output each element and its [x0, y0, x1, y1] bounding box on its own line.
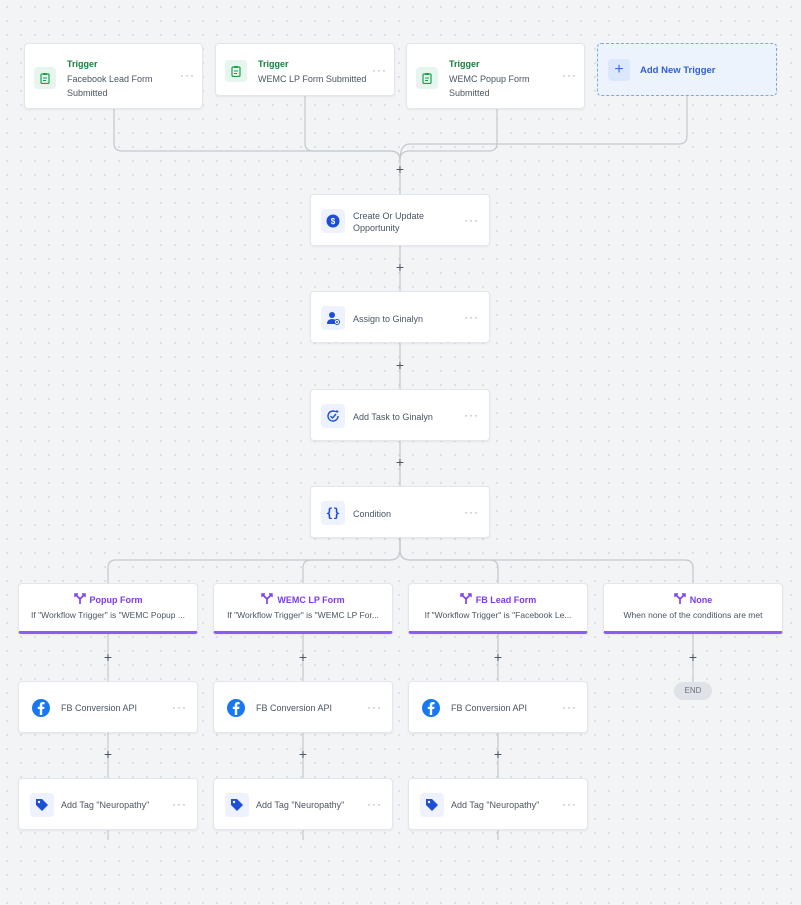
branch-title: FB Lead Form	[475, 595, 537, 605]
action-fb-conversion-api[interactable]: FB Conversion API ···	[408, 681, 588, 733]
action-label: Assign to Ginalyn	[353, 314, 424, 324]
action-label: Condition	[353, 509, 392, 519]
dollar-icon: $	[321, 209, 345, 233]
plus-icon: +	[608, 59, 630, 81]
add-step-button[interactable]: +	[395, 259, 405, 275]
more-options-icon[interactable]: ···	[367, 700, 382, 714]
action-condition[interactable]: {} Condition ···	[310, 486, 490, 538]
add-new-trigger-label: Add New Trigger	[640, 65, 716, 76]
branch-description: If "Workflow Trigger" is "Facebook Le...	[424, 610, 572, 620]
end-node: END	[674, 682, 712, 700]
action-label: Add Task to Ginalyn	[353, 412, 433, 422]
svg-text:$: $	[331, 217, 336, 226]
add-step-button[interactable]: +	[493, 746, 503, 762]
assign-user-icon	[321, 306, 345, 330]
trigger-title: Trigger	[67, 59, 98, 69]
add-step-button[interactable]: +	[493, 649, 503, 665]
more-options-icon[interactable]: ···	[464, 213, 479, 227]
facebook-icon	[227, 699, 245, 717]
action-label: FB Conversion API	[451, 703, 528, 713]
action-add-tag-neuropathy[interactable]: Add Tag "Neuropathy" ···	[408, 778, 588, 830]
add-step-button[interactable]: +	[298, 746, 308, 762]
add-step-button[interactable]: +	[395, 161, 405, 177]
more-options-icon[interactable]: ···	[367, 797, 382, 811]
trigger-card-wemc-popup-form[interactable]: Trigger WEMC Popup Form Submitted ···	[406, 43, 585, 109]
clipboard-icon	[34, 67, 56, 89]
branch-icon	[674, 593, 686, 607]
tag-icon	[30, 793, 54, 817]
more-options-icon[interactable]: ···	[172, 797, 187, 811]
more-options-icon[interactable]: ···	[464, 310, 479, 324]
action-assign-to-ginalyn[interactable]: Assign to Ginalyn ···	[310, 291, 490, 343]
branch-description: When none of the conditions are met	[623, 610, 763, 620]
more-options-icon[interactable]: ···	[562, 797, 577, 811]
more-options-icon[interactable]: ···	[464, 505, 479, 519]
clipboard-icon	[416, 67, 438, 89]
trigger-subtitle: Facebook Lead Form Submitted	[67, 74, 153, 98]
action-label: Add Tag "Neuropathy"	[256, 800, 345, 810]
branch-title: Popup Form	[89, 595, 143, 605]
action-fb-conversion-api[interactable]: FB Conversion API ···	[213, 681, 393, 733]
trigger-card-wemc-lp-form[interactable]: Trigger WEMC LP Form Submitted ···	[215, 43, 395, 96]
tag-icon	[420, 793, 444, 817]
branch-none[interactable]: None When none of the conditions are met	[603, 583, 783, 634]
action-label: FB Conversion API	[256, 703, 333, 713]
branch-title: None	[689, 595, 713, 605]
branch-icon	[261, 593, 274, 607]
trigger-title: Trigger	[258, 59, 289, 69]
trigger-card-facebook-lead-form[interactable]: Trigger Facebook Lead Form Submitted ···	[24, 43, 203, 109]
more-options-icon[interactable]: ···	[172, 700, 187, 714]
trigger-subtitle: WEMC Popup Form Submitted	[449, 74, 530, 98]
action-label: Create Or Update Opportunity	[353, 211, 425, 233]
add-step-button[interactable]: +	[688, 649, 698, 665]
more-options-icon[interactable]: ···	[464, 408, 479, 422]
action-add-tag-neuropathy[interactable]: Add Tag "Neuropathy" ···	[18, 778, 198, 830]
branch-icon	[460, 593, 472, 607]
add-step-button[interactable]: +	[103, 746, 113, 762]
action-create-update-opportunity[interactable]: $ Create Or Update Opportunity ···	[310, 194, 490, 246]
add-step-button[interactable]: +	[298, 649, 308, 665]
trigger-title: Trigger	[449, 59, 480, 69]
branch-icon	[73, 593, 86, 607]
action-label: Add Tag "Neuropathy"	[61, 800, 150, 810]
more-options-icon[interactable]: ···	[562, 700, 577, 714]
tag-icon	[225, 793, 249, 817]
task-check-icon	[321, 404, 345, 428]
add-step-button[interactable]: +	[395, 357, 405, 373]
add-step-button[interactable]: +	[103, 649, 113, 665]
more-options-icon[interactable]: ···	[562, 68, 577, 82]
action-label: Add Tag "Neuropathy"	[451, 800, 540, 810]
facebook-icon	[422, 699, 440, 717]
branch-popup-form[interactable]: Popup Form If "Workflow Trigger" is "WEM…	[18, 583, 198, 634]
action-add-task-to-ginalyn[interactable]: Add Task to Ginalyn ···	[310, 389, 490, 441]
action-label: FB Conversion API	[61, 703, 138, 713]
braces-icon: {}	[321, 501, 345, 525]
branch-description: If "Workflow Trigger" is "WEMC LP For...	[227, 610, 379, 620]
add-step-button[interactable]: +	[395, 454, 405, 470]
add-new-trigger-button[interactable]: + Add New Trigger	[597, 43, 777, 96]
clipboard-icon	[225, 60, 247, 82]
branch-wemc-lp-form[interactable]: WEMC LP Form If "Workflow Trigger" is "W…	[213, 583, 393, 634]
action-add-tag-neuropathy[interactable]: Add Tag "Neuropathy" ···	[213, 778, 393, 830]
more-options-icon[interactable]: ···	[180, 68, 195, 82]
action-fb-conversion-api[interactable]: FB Conversion API ···	[18, 681, 198, 733]
branch-fb-lead-form[interactable]: FB Lead Form If "Workflow Trigger" is "F…	[408, 583, 588, 634]
facebook-icon	[32, 699, 50, 717]
more-options-icon[interactable]: ···	[372, 63, 387, 77]
trigger-subtitle: WEMC LP Form Submitted	[258, 74, 367, 84]
branch-description: If "Workflow Trigger" is "WEMC Popup ...	[31, 610, 185, 620]
branch-title: WEMC LP Form	[277, 595, 345, 605]
